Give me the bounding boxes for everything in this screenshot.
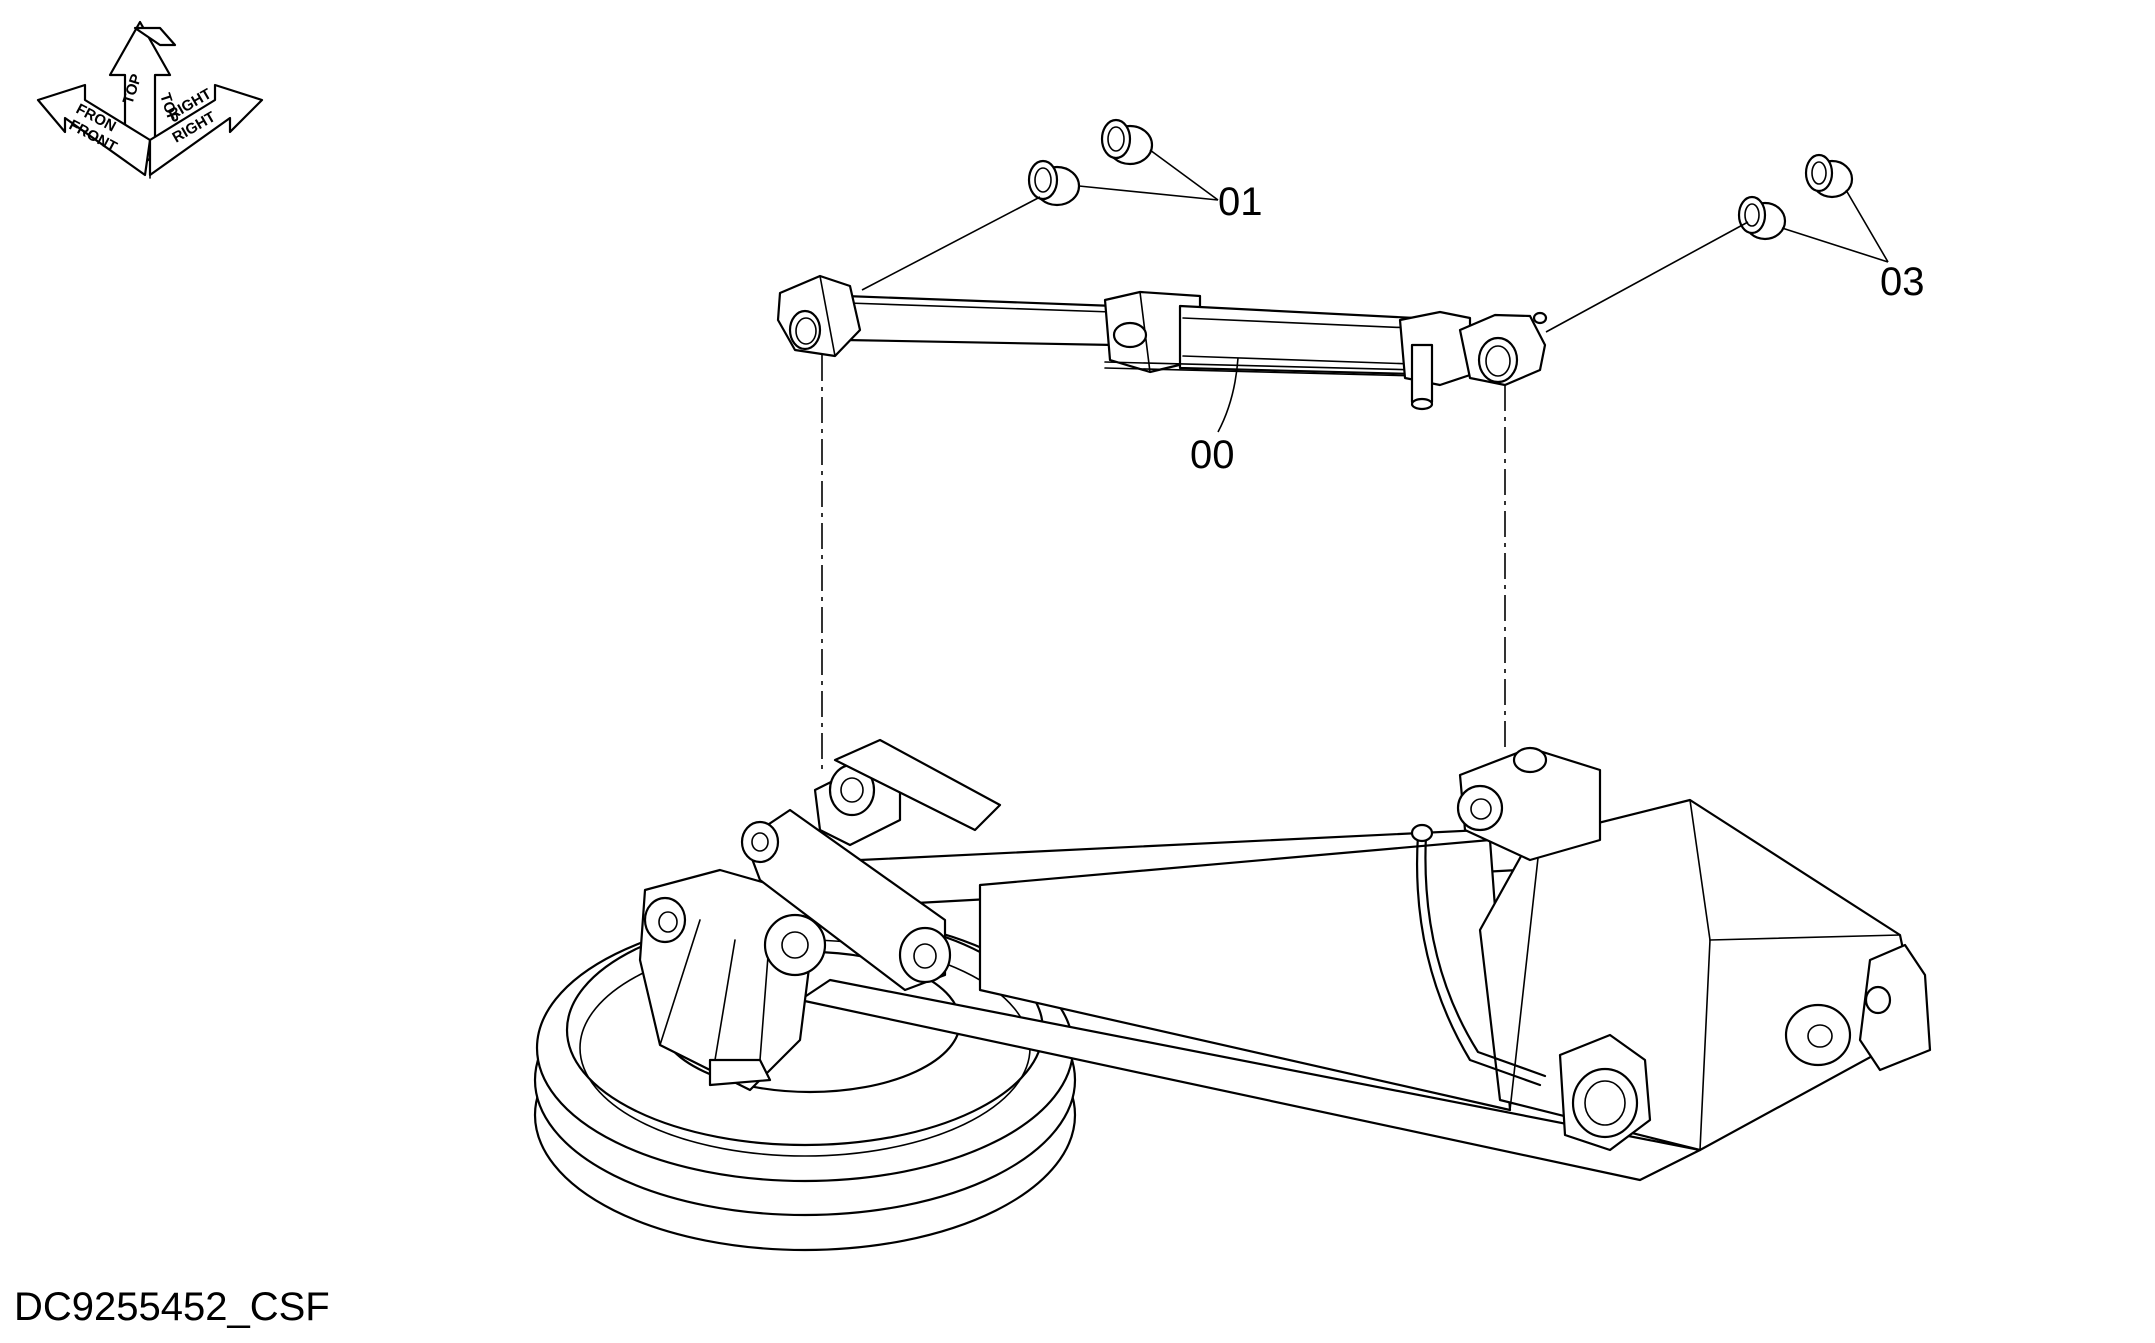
- drawing-id: DC9255452_CSF: [14, 1285, 330, 1329]
- bushing-set-03: [1737, 153, 1889, 263]
- callout-00: 00: [1190, 433, 1235, 477]
- rod-eye: [776, 274, 862, 358]
- idler-frame-assembly: [533, 738, 1932, 1252]
- bushing-01b: [1100, 118, 1154, 166]
- bracket-step: [708, 1058, 772, 1087]
- callout-01: 01: [1218, 180, 1263, 224]
- grease-pipe: [1415, 833, 1542, 1087]
- rear-mount-bracket: [1858, 943, 1932, 1072]
- upper-link: [833, 738, 1002, 832]
- callout-03: 03: [1880, 260, 1925, 304]
- bushing-set-01: [1027, 118, 1219, 207]
- link-arm: [743, 808, 947, 992]
- right-arrow-icon: [148, 83, 264, 177]
- orientation-indicator: TOP TOP FRON FRONT RIGHT RIGHT: [36, 20, 264, 179]
- bushing-03b: [1804, 153, 1854, 199]
- frame-bottom-bar: [798, 978, 1702, 1182]
- valve-block: [1398, 310, 1472, 387]
- cylinder-assembly-00: [776, 196, 1749, 433]
- front-arrow-icon: [36, 83, 152, 177]
- top-arrow-face-icon: [133, 26, 177, 47]
- bushing-03a: [1737, 195, 1787, 241]
- cylinder-barrel: [1178, 304, 1417, 376]
- bushing-01a: [1027, 159, 1081, 207]
